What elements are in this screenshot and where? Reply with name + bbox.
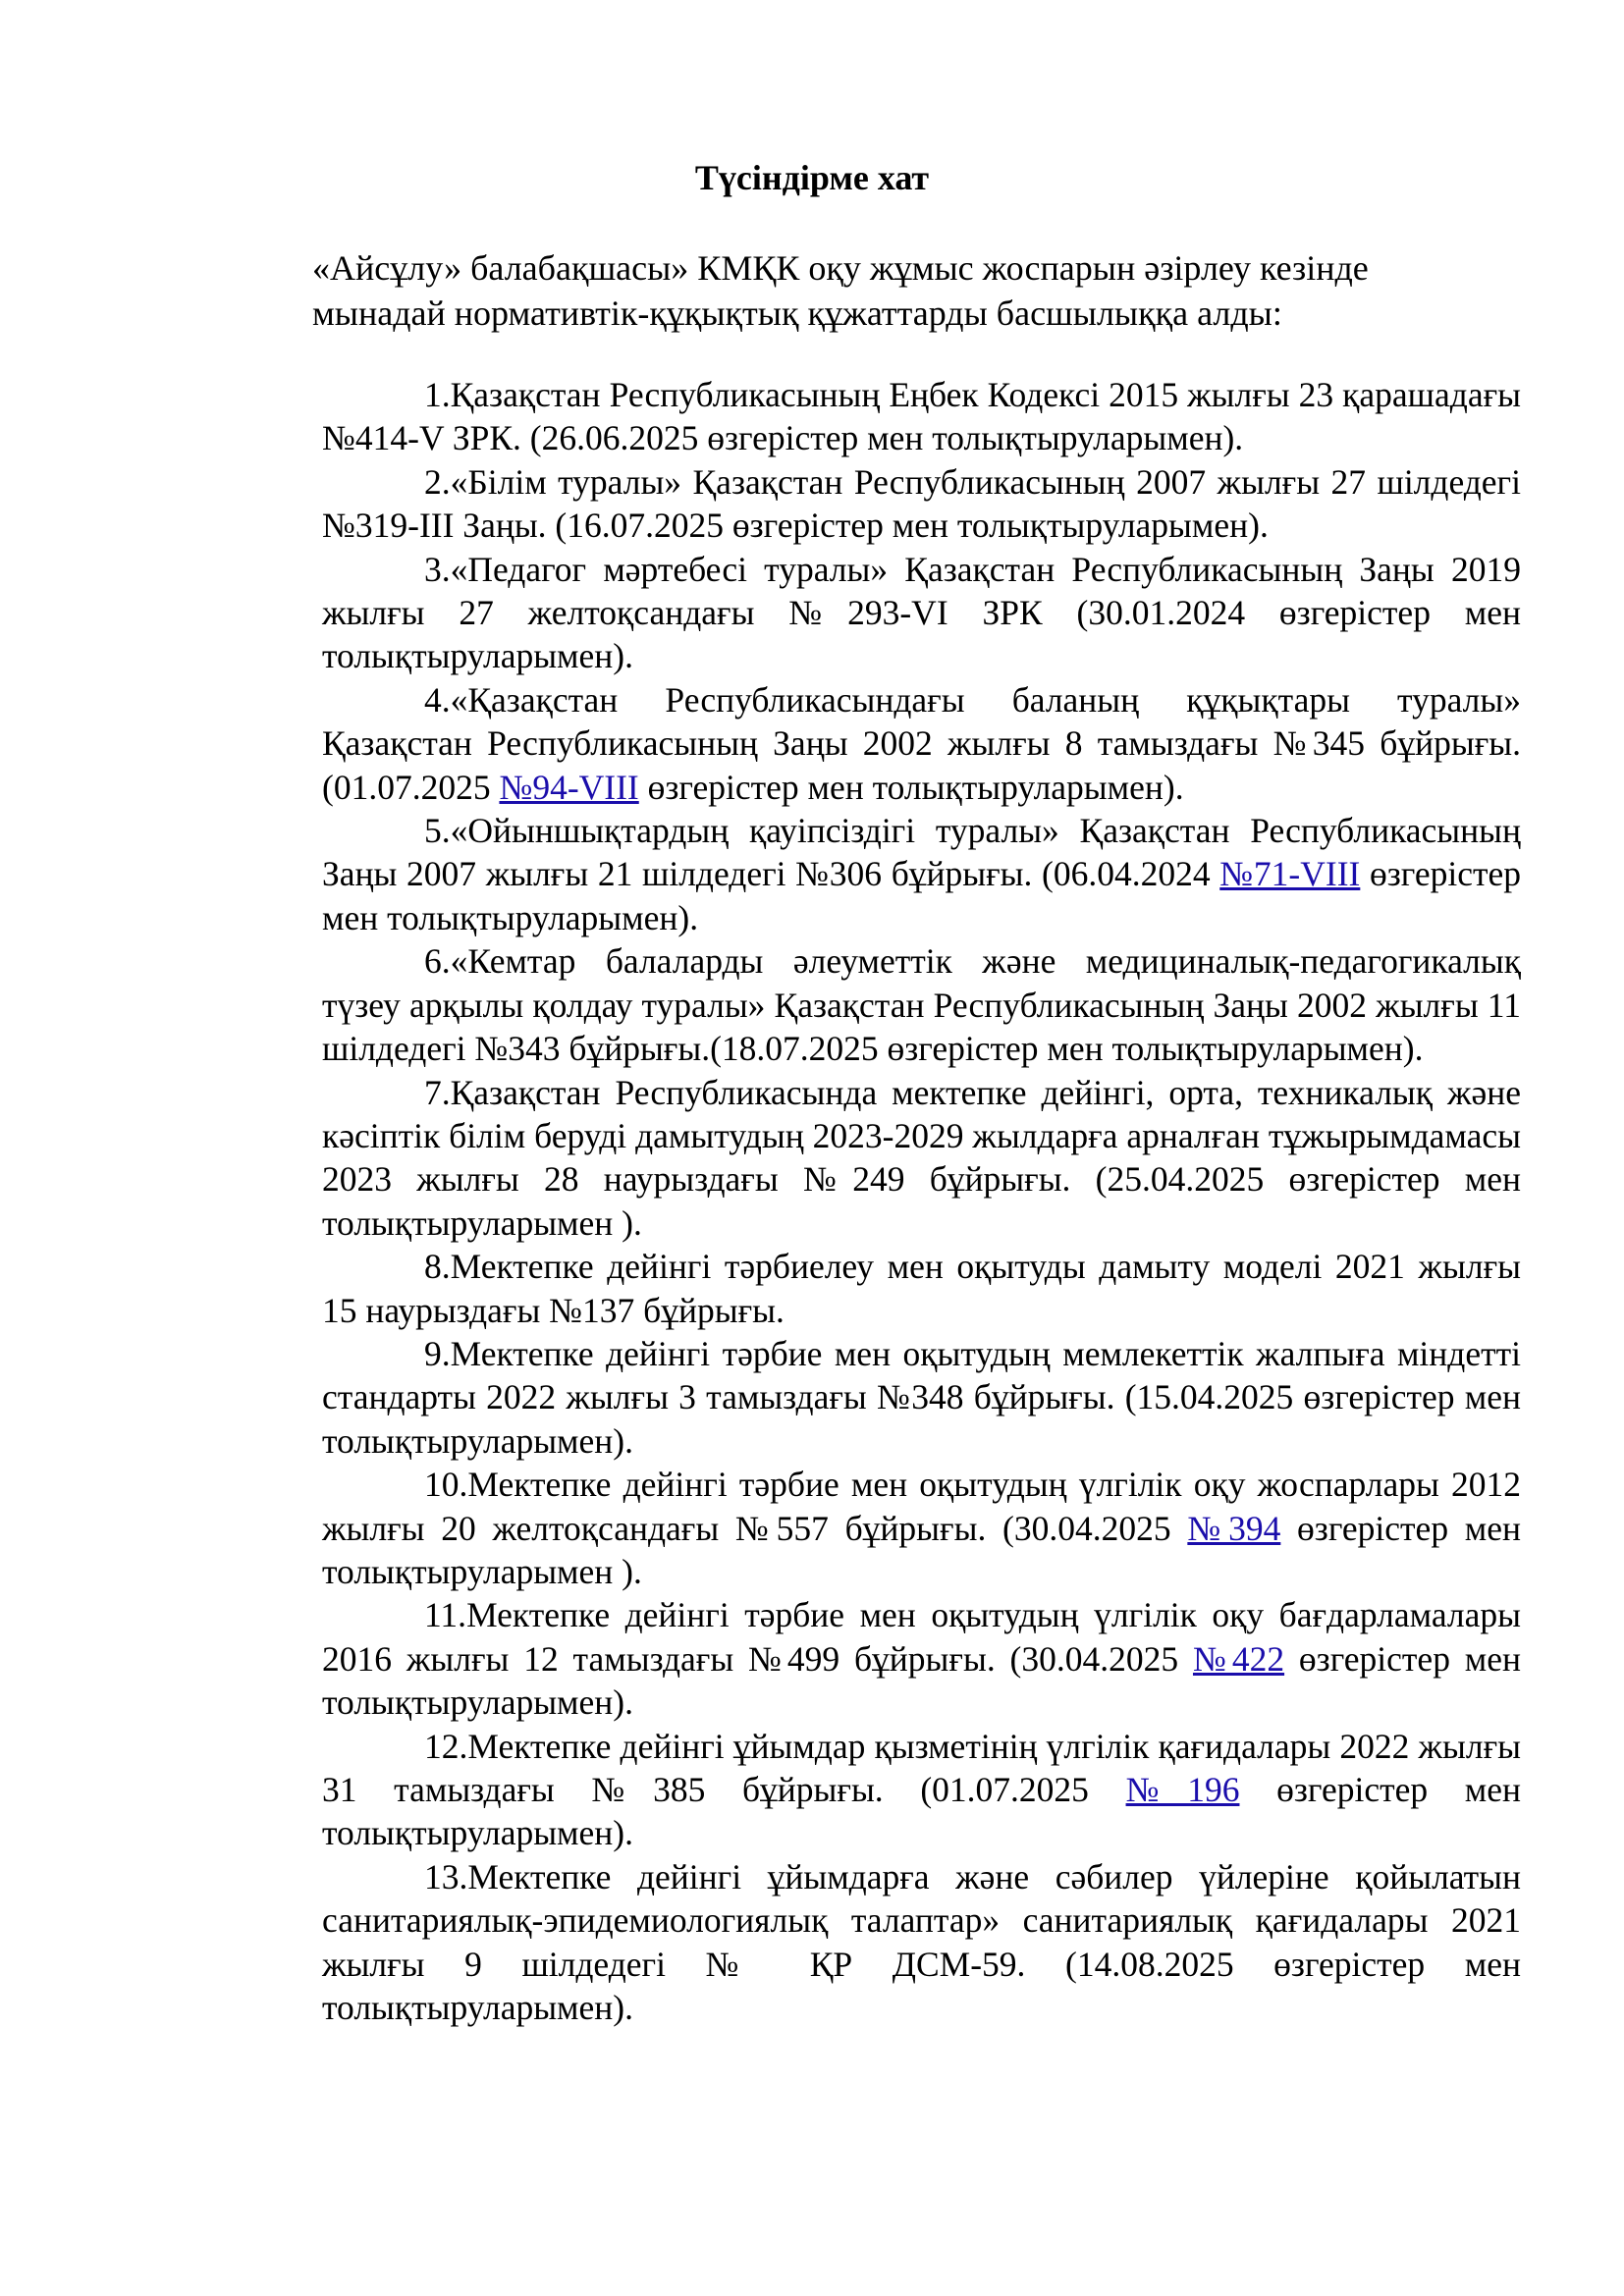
list-item: 8.Мектепке дейінгі тәрбиелеу мен оқытуды… <box>322 1245 1521 1332</box>
list-item-text-after: өзгерістер мен толықтыруларымен). <box>322 1638 1522 1723</box>
list-item-text: «Педагог мәртебесі туралы» Қазақстан Рес… <box>322 549 1521 676</box>
list-item-text: Мектепке дейінгі ұйымдарға және сәбилер … <box>322 1856 1521 2028</box>
regulation-link[interactable]: №196 <box>1125 1770 1240 1809</box>
list-item-number: 12. <box>424 1726 468 1766</box>
list-item: 10.Мектепке дейінгі тәрбие мен оқытудың … <box>322 1463 1521 1593</box>
list-item-number: 9. <box>424 1333 451 1373</box>
list-item-text: «Қазақстан Республикасындағы баланың құқ… <box>322 679 1521 807</box>
list-item-text-after: өзгерістер мен толықтыруларымен). <box>638 767 1184 807</box>
list-item-text: Қазақстан Республикасының Еңбек Кодексі … <box>322 375 1521 458</box>
page-title: Түсіндірме хат <box>694 158 930 197</box>
list-item-number: 3. <box>424 549 451 589</box>
list-item-number: 6. <box>424 941 451 982</box>
list-item-number: 4. <box>424 679 451 720</box>
list-item-text: «Білім туралы» Қазақстан Республикасының… <box>322 461 1521 546</box>
list-item-number: 13. <box>424 1856 468 1896</box>
list-item: 12.Мектепке дейінгі ұйымдар қызметінің ү… <box>322 1725 1521 1855</box>
list-item-text: Мектепке дейінгі тәрбиелеу мен оқытуды д… <box>322 1247 1521 1330</box>
list-item-text: Мектепке дейінгі ұйымдар қызметінің үлгі… <box>322 1726 1521 1809</box>
list-item: 11.Мектепке дейінгі тәрбие мен оқытудың … <box>322 1593 1521 1724</box>
list-item-text: Қазақстан Республикасында мектепке дейін… <box>322 1072 1521 1243</box>
list-item-text: Мектепке дейінгі тәрбие мен оқытудың мем… <box>322 1333 1521 1461</box>
regulation-link[interactable]: №394 <box>1187 1508 1281 1548</box>
list-item: 5.«Ойыншықтардың қауіпсіздігі туралы» Қа… <box>322 809 1521 939</box>
list-item-text: Мектепке дейінгі тәрбие мен оқытудың үлг… <box>322 1465 1521 1548</box>
regulation-link[interactable]: №94-VIII <box>499 767 639 807</box>
list-item-number: 8. <box>424 1247 451 1287</box>
list-item-text: «Ойыншықтардың қауіпсіздігі туралы» Қаза… <box>322 811 1521 894</box>
regulation-link[interactable]: №422 <box>1192 1638 1285 1679</box>
intro-paragraph: «Айсұлу» балабақшасы» КМҚК оқу жұмыс жос… <box>312 248 1369 333</box>
list-item-number: 1. <box>424 375 451 414</box>
regulation-link[interactable]: №71-VIII <box>1219 854 1361 894</box>
list-item-text: Мектепке дейінгі тәрбие мен оқытудың үлг… <box>322 1595 1521 1679</box>
list-item-number: 2. <box>424 461 451 502</box>
list-item-number: 5. <box>424 811 451 851</box>
list-item: 2.«Білім туралы» Қазақстан Республикасын… <box>322 460 1521 548</box>
list-item: 1.Қазақстан Республикасының Еңбек Кодекс… <box>322 373 1521 460</box>
list-item-text-after: өзгерістер мен толықтыруларымен ). <box>322 1508 1522 1591</box>
list-item-number: 11. <box>424 1595 467 1635</box>
list-item-number: 10. <box>424 1465 468 1505</box>
regulation-list: 1.Қазақстан Республикасының Еңбек Кодекс… <box>322 373 1521 2029</box>
list-item: 7.Қазақстан Республикасында мектепке дей… <box>322 1071 1521 1246</box>
list-item-text-after: өзгерістер мен толықтыруларымен). <box>322 854 1522 937</box>
list-item-text-after: өзгерістер мен толықтыруларымен). <box>322 1770 1522 1853</box>
list-item-text: «Кемтар балаларды әлеуметтік және медици… <box>322 941 1521 1069</box>
list-item-number: 7. <box>424 1072 451 1112</box>
list-item: 13.Мектепке дейінгі ұйымдарға және сәбил… <box>322 1855 1521 2030</box>
list-item: 3.«Педагог мәртебесі туралы» Қазақстан Р… <box>322 548 1521 678</box>
list-item: 4.«Қазақстан Республикасындағы баланың қ… <box>322 678 1521 809</box>
list-item: 6.«Кемтар балаларды әлеуметтік және меди… <box>322 939 1521 1070</box>
list-item: 9.Мектепке дейінгі тәрбие мен оқытудың м… <box>322 1332 1521 1463</box>
